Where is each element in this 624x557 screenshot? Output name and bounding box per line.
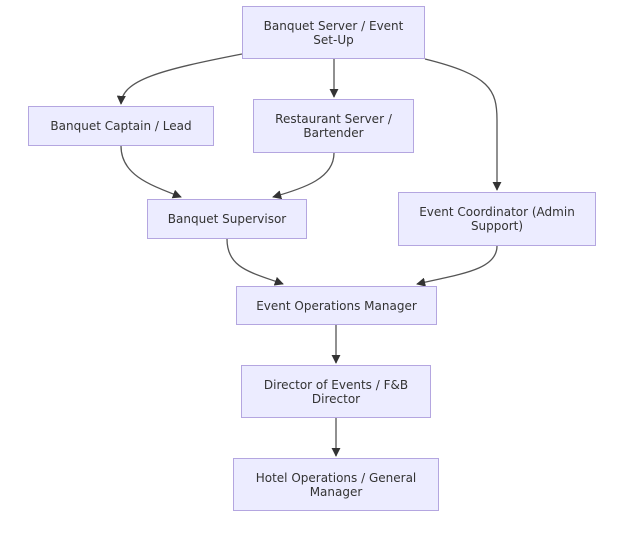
edge-captain-supervisor (120, 145, 182, 199)
edge-server-coordinator (424, 58, 502, 191)
node-event-coordinator: Event Coordinator (Admin Support) (398, 192, 596, 246)
node-label: Hotel Operations / General Manager (255, 470, 417, 499)
edge-supervisor-ops (226, 238, 284, 286)
node-label: Banquet Captain / Lead (50, 119, 192, 133)
node-label: Restaurant Server / Bartender (275, 112, 392, 140)
node-banquet-supervisor: Banquet Supervisor (147, 199, 307, 239)
node-label: Event Operations Manager (256, 298, 417, 313)
node-banquet-server: Banquet Server / Event Set-Up (242, 6, 425, 59)
node-director-of-events: Director of Events / F&B Director (241, 365, 431, 418)
edge-coordinator-ops (416, 245, 498, 287)
edge-server-captain (116, 53, 243, 105)
edge-restaurant-supervisor (272, 152, 335, 200)
node-label: Director of Events / F&B Director (263, 377, 409, 406)
node-label: Banquet Server / Event Set-Up (263, 18, 404, 47)
node-banquet-captain: Banquet Captain / Lead (28, 106, 214, 146)
node-label: Event Coordinator (Admin Support) (419, 205, 575, 233)
node-restaurant-server: Restaurant Server / Bartender (253, 99, 414, 153)
node-hotel-operations: Hotel Operations / General Manager (233, 458, 439, 511)
node-label: Banquet Supervisor (167, 212, 287, 226)
node-event-operations-manager: Event Operations Manager (236, 286, 437, 325)
